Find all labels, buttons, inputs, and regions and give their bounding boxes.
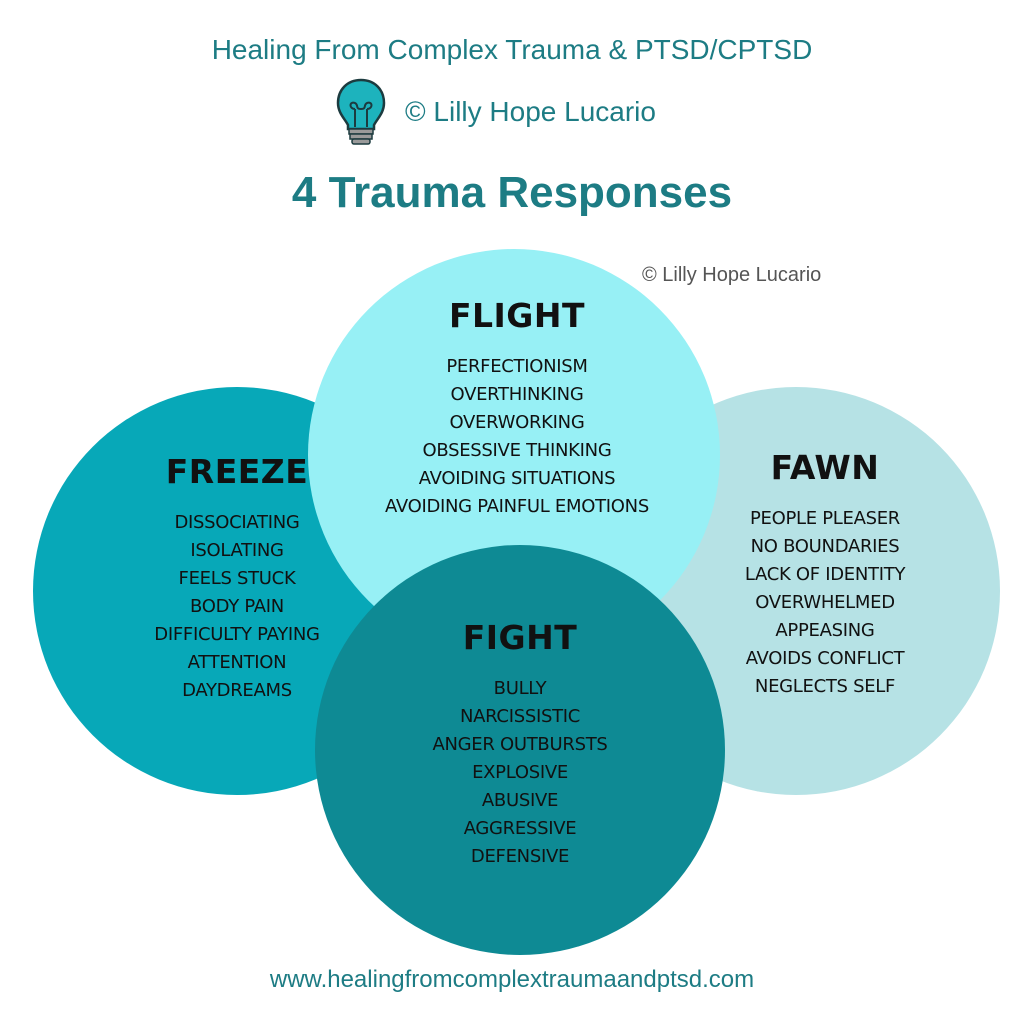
response-item: ISOLATING [190,540,284,561]
response-item: DAYDREAMS [182,680,292,701]
response-item: AVOIDING SITUATIONS [418,468,616,489]
flight-block: FLIGHT PERFECTIONISM OVERTHINKING OVERWORK… [350,296,684,521]
response-item: AVOIDING PAINFUL EMOTIONS [385,496,649,517]
response-item: DISSOCIATING [174,512,300,533]
fawn-block: FAWN PEOPLE PLEASER NO BOUNDARIES LACK OF … [690,448,960,701]
response-item: BULLY [493,678,547,699]
copyright-row: © Lilly Hope Lucario [335,76,656,148]
response-item: DIFFICULTY PAYING [154,624,320,645]
fight-title: FIGHT [462,618,578,657]
fawn-title: FAWN [770,448,880,487]
header-title: Healing From Complex Trauma & PTSD/CPTSD [211,34,813,65]
response-item: PEOPLE PLEASER [749,508,901,529]
response-item: LACK OF IDENTITY [744,564,906,585]
response-item: NO BOUNDARIES [750,536,900,557]
freeze-block: FREEZE DISSOCIATING ISOLATING FEELS STUCK B… [100,452,374,705]
flight-circle [308,249,720,661]
response-item: OVERTHINKING [450,384,584,405]
lightbulb-icon [336,78,386,145]
response-item: NEGLECTS SELF [754,676,896,697]
response-item: OBSESSIVE THINKING [422,440,612,461]
response-item: APPEASING [775,620,875,641]
response-item: OVERWORKING [449,412,585,433]
response-item: NARCISSISTIC [459,706,581,727]
response-item: DEFENSIVE [470,846,570,867]
response-item: PERFECTIONISM [446,356,588,377]
freeze-title: FREEZE [165,452,309,491]
response-item: BODY PAIN [190,596,284,617]
flight-title: FLIGHT [448,296,586,335]
fight-block: FIGHT BULLY NARCISSISTIC ANGER OUTBURSTS EX… [380,618,660,871]
response-item: ANGER OUTBURSTS [432,734,608,755]
fight-circle [315,545,725,955]
main-title: 4 Trauma Responses [291,168,733,217]
response-item: OVERWHELMED [755,592,895,613]
footer-url[interactable]: www.healingfromcomplextraumaandptsd.com [269,966,755,993]
copyright-text: © Lilly Hope Lucario [405,96,656,127]
watermark-text: © Lilly Hope Lucario [642,264,822,286]
response-item: AVOIDS CONFLICT [745,648,905,669]
response-item: ATTENTION [187,652,287,673]
response-item: FEELS STUCK [178,568,296,589]
response-item: ABUSIVE [481,790,559,811]
response-item: EXPLOSIVE [472,762,568,783]
response-item: AGGRESSIVE [463,818,577,839]
